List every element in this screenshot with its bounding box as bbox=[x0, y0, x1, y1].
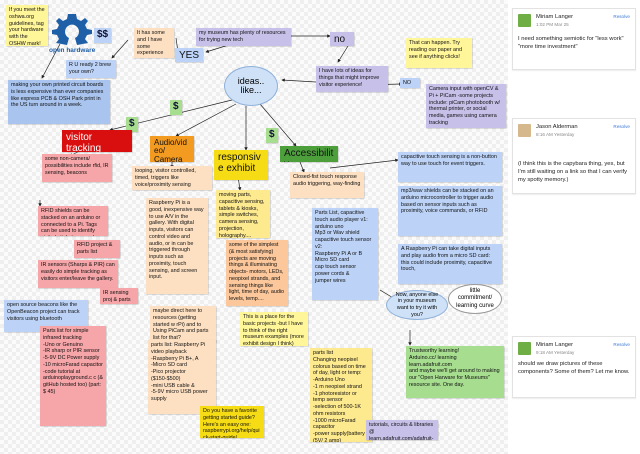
resolve-button[interactable]: Resolve bbox=[613, 124, 630, 129]
comment-author: Miriam Langer bbox=[536, 14, 574, 20]
bubble-little-commitment[interactable]: little commitment/ learning curve bbox=[448, 284, 502, 314]
comment-card[interactable]: Jason Alderman 8:16 AM Yesterday Resolve… bbox=[512, 118, 636, 194]
note-ir-sensing[interactable]: IR sensing proj & parts bbox=[100, 288, 138, 304]
note-mp3-shields[interactable]: mp3/wav shields can be stacked on an ard… bbox=[398, 186, 502, 236]
note-camera-input[interactable]: Camera input with openCV & Pi + PiCam -s… bbox=[426, 84, 506, 128]
note-rfid-shields[interactable]: RFID shields can be stacked on an arduin… bbox=[38, 206, 108, 236]
oshw-gear-icon bbox=[49, 11, 95, 59]
category-accessibility[interactable]: Accessibility bbox=[280, 146, 338, 162]
note-no-mid[interactable]: NO bbox=[400, 78, 420, 88]
category-audio-video[interactable]: Audio/video/ Camera bbox=[150, 136, 194, 162]
mindmap-canvas[interactable]: open hardware $$ $ $ $ If you meet the o… bbox=[0, 0, 508, 454]
note-ready-to-brew[interactable]: R U ready 2 brew your own? bbox=[66, 60, 116, 78]
note-oshwa-guidelines[interactable]: If you meet the oshwa.org guidelines, ta… bbox=[6, 5, 48, 46]
comments-panel: Miriam Langer 1:02 PM Mar 25 Resolve I n… bbox=[508, 0, 640, 454]
category-responsive-exhibit[interactable]: responsive exhibit bbox=[214, 150, 268, 180]
note-trustworthy-learning[interactable]: Trustworthy learning! Arduino.cc/ learni… bbox=[406, 346, 504, 398]
category-visitor-tracking[interactable]: visitor tracking bbox=[62, 130, 132, 152]
comment-author: Jason Alderman bbox=[536, 124, 578, 130]
note-yes[interactable]: YES bbox=[175, 48, 203, 62]
note-printed-boards[interactable]: making your own printed circuit boards i… bbox=[8, 80, 110, 124]
note-non-camera[interactable]: some non-camera/ possibilities include r… bbox=[42, 154, 112, 182]
avatar bbox=[518, 342, 531, 355]
comment-card[interactable]: Miriam Langer 1:02 PM Mar 25 Resolve I n… bbox=[512, 8, 636, 70]
note-moving-parts[interactable]: moving parts, capacitive sensing, tablet… bbox=[216, 190, 270, 238]
resolve-button[interactable]: Resolve bbox=[613, 342, 630, 347]
note-parts-ir[interactable]: Parts list for simple infrared tracking … bbox=[40, 326, 106, 426]
note-can-happen[interactable]: That can happen. Try reading our paper a… bbox=[406, 38, 472, 68]
note-capacitive-sensing[interactable]: capacitive touch sensing is a non-button… bbox=[398, 152, 502, 182]
note-raspberry-pi-av[interactable]: Raspberry Pi is a good, inexpensive way … bbox=[146, 198, 208, 294]
comment-card[interactable]: Miriam Langer 9:18 AM Yesterday Resolve … bbox=[512, 336, 636, 398]
bubble-anyone-else[interactable]: Now, anyone else in your museum want to … bbox=[386, 290, 448, 320]
note-simplest-projects[interactable]: some of the simplest (& most satisfying)… bbox=[226, 240, 288, 306]
note-parts-neopixel[interactable]: parts list Changing neopixel colorus bas… bbox=[310, 348, 372, 442]
note-favorite-guide[interactable]: Do you have a favorite getting started g… bbox=[200, 406, 264, 438]
comment-text: should we draw pictures of these compone… bbox=[518, 361, 630, 375]
comment-author: Miriam Langer bbox=[536, 342, 574, 348]
note-no-top[interactable]: no bbox=[330, 32, 354, 46]
note-ir-sensors[interactable]: IR sensors (Sharps & PIR) can easily do … bbox=[38, 260, 118, 288]
comment-text: (I think this is the capybara thing, yes… bbox=[518, 161, 628, 183]
avatar bbox=[518, 124, 531, 137]
note-maybe-direct[interactable]: maybe direct here to resources (getting … bbox=[150, 306, 216, 342]
resolve-button[interactable]: Resolve bbox=[613, 14, 630, 19]
note-basic-place[interactable]: This is a place for the basic projects -… bbox=[240, 312, 308, 346]
note-parts-capacitive[interactable]: Parts List, capacitive touch audio playe… bbox=[312, 208, 378, 300]
note-pi-digital-inputs[interactable]: A Raspberry Pi can take digital inputs a… bbox=[398, 244, 502, 284]
note-some-experience[interactable]: It has some and I have some experience bbox=[134, 28, 174, 58]
avatar bbox=[518, 14, 531, 27]
comment-time: 9:18 AM Yesterday bbox=[536, 350, 575, 355]
comment-time: 8:16 AM Yesterday bbox=[536, 132, 575, 137]
note-looping[interactable]: looping, visitor controlled, timed, trig… bbox=[132, 166, 212, 190]
note-rfid-project[interactable]: RFID project & parts list bbox=[74, 240, 120, 258]
comment-time: 1:02 PM Mar 25 bbox=[536, 22, 569, 27]
note-lots-of-ideas[interactable]: I have lots of ideas for things that mig… bbox=[316, 66, 388, 92]
ideas-cloud-text: ideas.. like... bbox=[237, 75, 265, 95]
note-parts-pi-video[interactable]: parts list: Raspberry Pi video playback … bbox=[148, 340, 216, 414]
note-tutorials[interactable]: tutorials, circuits & libraries @ learn.… bbox=[366, 420, 438, 440]
note-museum-resources[interactable]: my museum has plenty of resources for tr… bbox=[196, 28, 291, 46]
note-closed-fist[interactable]: Closed-fist touch response audio trigger… bbox=[290, 172, 364, 198]
ideas-cloud[interactable]: ideas.. like... bbox=[224, 66, 278, 106]
dollar-marker[interactable]: $ bbox=[126, 117, 138, 132]
comment-text: I need something semiotic for "less work… bbox=[518, 36, 624, 50]
dollar-marker[interactable]: $ bbox=[170, 100, 182, 115]
dollar-marker[interactable]: $ bbox=[266, 128, 278, 143]
oshw-logo-text: open hardware bbox=[49, 47, 96, 54]
dollar-marker[interactable]: $$ bbox=[94, 28, 112, 43]
